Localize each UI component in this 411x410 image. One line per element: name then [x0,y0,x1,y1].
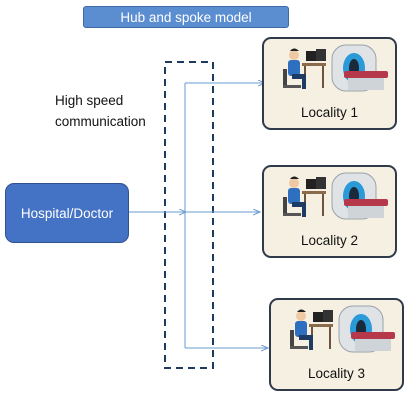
hub-hospital-doctor: Hospital/Doctor [5,183,129,243]
hub-label: Hospital/Doctor [20,205,114,221]
diagram-title: Hub and spoke model [83,6,289,28]
locality-3-label: Locality 3 [307,366,366,381]
communication-label-line2: communication [55,114,146,129]
communication-label: High speed communication [55,90,175,132]
mri-scanner-with-operator-icon [290,305,395,353]
locality-3-box: Locality 3 [269,298,404,391]
locality-1-label: Locality 1 [300,105,359,120]
mri-scanner-with-operator-icon [283,172,388,220]
locality-1-box: Locality 1 [262,37,397,130]
locality-2-box: Locality 2 [262,165,397,258]
locality-2-label: Locality 2 [300,233,359,248]
communication-channel-box [164,61,214,369]
mri-scanner-with-operator-icon [283,44,388,92]
communication-label-line1: High speed [55,93,124,108]
